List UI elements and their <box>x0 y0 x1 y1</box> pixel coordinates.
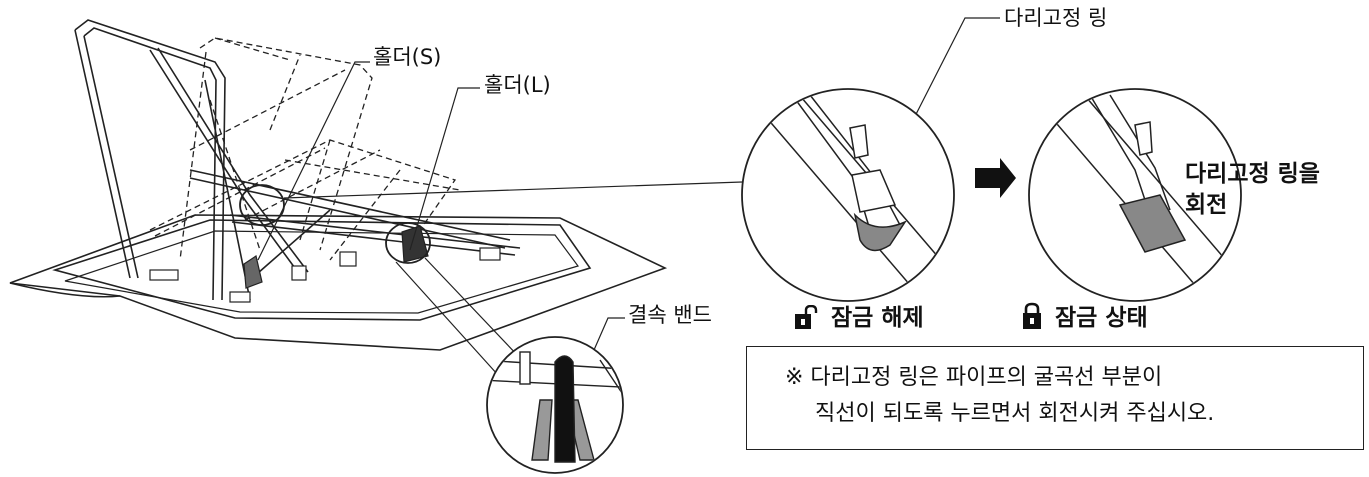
rotate-ring-label-1: 다리고정 링을 <box>1185 161 1320 187</box>
rotate-ring-label-2: 회전 <box>1185 192 1228 218</box>
locked-ring-zoom <box>1028 88 1242 302</box>
band-callout-circle <box>385 222 431 264</box>
note-line-1: ※ 다리고정 링은 파이프의 굴곡선 부분이 <box>785 365 1163 390</box>
holder-s-label: 홀더(S) <box>373 45 442 69</box>
unlocked-label: 잠금 해제 <box>831 305 924 331</box>
note-box: ※ 다리고정 링은 파이프의 굴곡선 부분이 직선이 되도록 누르면서 회전시켜… <box>746 346 1364 450</box>
lock-icon <box>1023 302 1041 329</box>
frame-solid <box>74 19 521 301</box>
locked-label: 잠금 상태 <box>1055 305 1148 331</box>
band-label: 결속 밴드 <box>628 303 712 327</box>
unlocked-ring-zoom <box>741 88 955 302</box>
unlock-icon <box>795 305 818 329</box>
note-line-2: 직선이 되도록 누르면서 회전시켜 주십시오. <box>815 401 1215 426</box>
leg-ring-label: 다리고정 링 <box>1004 6 1108 30</box>
ring-callout-circle <box>239 184 285 226</box>
holder-l-label: 홀더(L) <box>484 73 551 97</box>
band-zoom <box>486 336 624 474</box>
holders <box>149 225 501 303</box>
base-board <box>52 219 592 321</box>
right-arrow-icon <box>975 158 1016 198</box>
